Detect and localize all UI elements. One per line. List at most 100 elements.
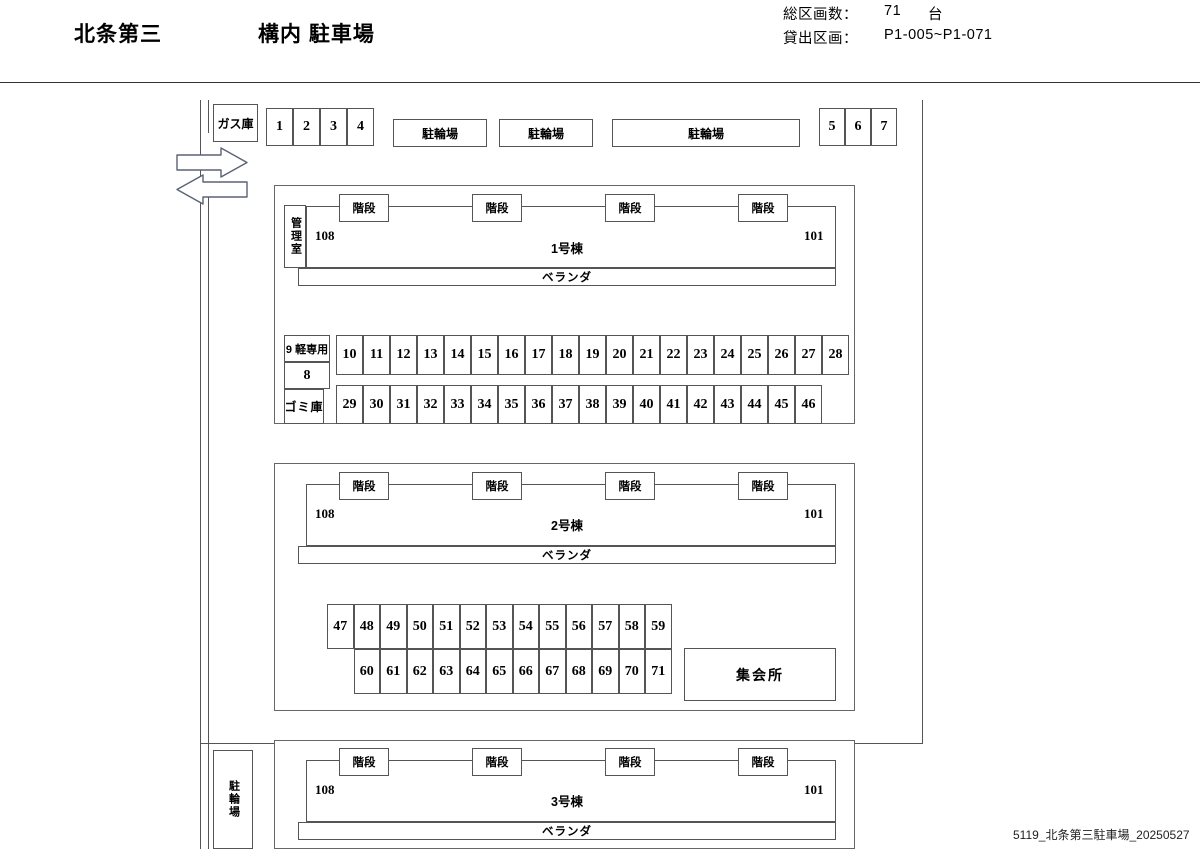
- rental-range-value: P1-005~P1-071: [884, 27, 993, 43]
- building-1-stairs-2: 階段: [472, 194, 522, 222]
- veranda-label-1: ベランダ: [542, 272, 592, 284]
- parking-stall-71: 71: [645, 649, 672, 694]
- parking-stall-45: 45: [768, 385, 795, 424]
- parking-stall-69: 69: [592, 649, 619, 694]
- building-1-veranda: ベランダ: [298, 268, 836, 286]
- parking-stall-68: 68: [565, 649, 592, 694]
- stairs-label: 階段: [618, 481, 642, 493]
- light-car-only-box: 9 軽専用: [284, 335, 330, 362]
- bicycle-parking-top-1: 駐輪場: [393, 119, 487, 147]
- parking-stall-41: 41: [660, 385, 687, 424]
- building-2-veranda: ベランダ: [298, 546, 836, 564]
- gas-storage-label: ガス庫: [217, 116, 254, 131]
- parking-stall-16: 16: [498, 335, 525, 375]
- parking-stall-5: 5: [819, 108, 845, 146]
- building-1-room-left: 108: [315, 228, 335, 243]
- total-spaces-value: 71: [884, 3, 902, 19]
- parking-stall-63: 63: [433, 649, 460, 694]
- parking-stall-13: 13: [417, 335, 444, 375]
- parking-stall-49: 49: [380, 604, 407, 649]
- page-title-facility: 構内 駐車場: [258, 23, 375, 46]
- site-boundary-left-outer: [200, 100, 201, 849]
- exit-arrow-left: [176, 174, 248, 205]
- parking-stall-10: 10: [336, 335, 363, 375]
- bicycle-parking-left-bottom: 駐輪場: [213, 750, 253, 849]
- rental-range-label: 貸出区画：: [783, 31, 858, 47]
- building-1-name: 1号棟: [551, 242, 583, 256]
- parking-stall-53: 53: [486, 604, 513, 649]
- parking-stall-2: 2: [293, 108, 320, 146]
- site-boundary-left-inner-2: [208, 185, 209, 849]
- parking-stall-61: 61: [380, 649, 407, 694]
- building-1-stairs-1: 階段: [339, 194, 389, 222]
- parking-stall-70: 70: [618, 649, 645, 694]
- total-spaces-unit: 台: [928, 7, 943, 23]
- veranda-label-2: ベランダ: [542, 550, 592, 562]
- parking-stall-67: 67: [539, 649, 566, 694]
- parking-stall-59: 59: [645, 604, 672, 649]
- veranda-label-3: ベランダ: [542, 826, 592, 838]
- management-office-box: 管理室: [284, 205, 306, 268]
- stall-label: 8: [303, 367, 311, 383]
- parking-stall-21: 21: [633, 335, 660, 375]
- parking-stall-57: 57: [592, 604, 619, 649]
- light-car-only-label: 9 軽専用: [285, 343, 329, 356]
- parking-stall-65: 65: [486, 649, 513, 694]
- parking-stall-38: 38: [579, 385, 606, 424]
- building-2-name: 2号棟: [551, 519, 583, 533]
- building-3-stairs-1: 階段: [339, 748, 389, 776]
- stairs-label: 階段: [751, 757, 775, 769]
- building-1-stairs-3: 階段: [605, 194, 655, 222]
- parking-stall-55: 55: [539, 604, 566, 649]
- parking-stall-12: 12: [390, 335, 417, 375]
- stall-8: 8: [284, 362, 330, 389]
- parking-stall-52: 52: [459, 604, 486, 649]
- total-spaces-label: 総区画数：: [783, 7, 858, 23]
- parking-stall-42: 42: [687, 385, 714, 424]
- stairs-label: 階段: [485, 757, 509, 769]
- parking-stall-51: 51: [433, 604, 460, 649]
- building-3-name: 3号棟: [551, 795, 583, 809]
- parking-stall-64: 64: [459, 649, 486, 694]
- header-divider: [0, 82, 1200, 83]
- parking-stall-47: 47: [327, 604, 354, 649]
- parking-stall-19: 19: [579, 335, 606, 375]
- parking-stall-46: 46: [795, 385, 822, 424]
- bicycle-parking-top-2: 駐輪場: [499, 119, 593, 147]
- parking-stall-18: 18: [552, 335, 579, 375]
- parking-stall-66: 66: [512, 649, 539, 694]
- building-2-stairs-3: 階段: [605, 472, 655, 500]
- stairs-label: 階段: [352, 203, 376, 215]
- parking-stall-30: 30: [363, 385, 390, 424]
- building-3-room-right: 101: [804, 782, 824, 797]
- file-note: 5119_北条第三駐車場_20250527: [1013, 828, 1190, 842]
- parking-stall-36: 36: [525, 385, 552, 424]
- parking-stall-56: 56: [565, 604, 592, 649]
- building-2-stairs-2: 階段: [472, 472, 522, 500]
- trash-storage-label: ゴミ庫: [284, 400, 324, 414]
- parking-stall-29: 29: [336, 385, 363, 424]
- parking-stall-33: 33: [444, 385, 471, 424]
- management-office-label: 管理室: [289, 217, 302, 256]
- stairs-label: 階段: [352, 757, 376, 769]
- site-boundary-left-inner: [208, 100, 209, 133]
- parking-stall-32: 32: [417, 385, 444, 424]
- parking-stall-24: 24: [714, 335, 741, 375]
- trash-storage-box: ゴミ庫: [284, 389, 324, 424]
- parking-stall-14: 14: [444, 335, 471, 375]
- entry-arrow-right: [176, 147, 248, 178]
- parking-stall-31: 31: [390, 385, 417, 424]
- parking-stall-11: 11: [363, 335, 390, 375]
- parking-stall-25: 25: [741, 335, 768, 375]
- parking-stall-22: 22: [660, 335, 687, 375]
- parking-stall-60: 60: [353, 649, 380, 694]
- parking-stall-54: 54: [512, 604, 539, 649]
- building-2-room-right: 101: [804, 506, 824, 521]
- building-2-stairs-4: 階段: [738, 472, 788, 500]
- building-3-stairs-2: 階段: [472, 748, 522, 776]
- parking-stall-39: 39: [606, 385, 633, 424]
- parking-stall-20: 20: [606, 335, 633, 375]
- parking-stall-37: 37: [552, 385, 579, 424]
- bicycle-parking-label-left: 駐輪場: [227, 780, 240, 819]
